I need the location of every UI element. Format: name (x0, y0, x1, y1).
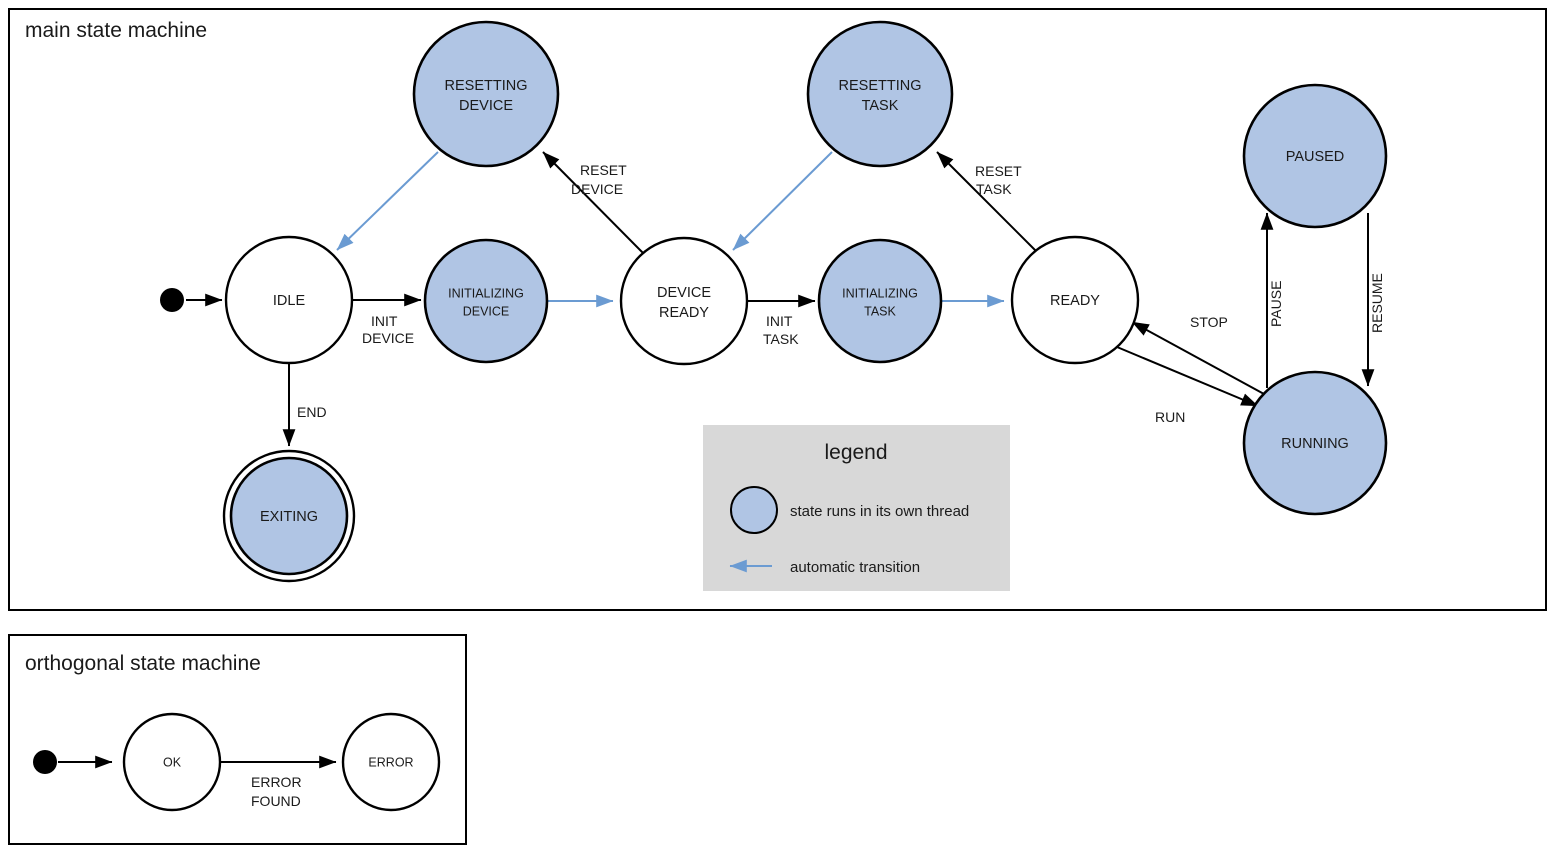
state-resetting-device-label-line1: RESETTING (445, 78, 528, 94)
state-resetting-task-shape[interactable] (806, 20, 954, 168)
legend-title: legend (824, 441, 887, 464)
state-error-shape[interactable] (341, 712, 441, 812)
state-initializing-device-label-line1: INITIALIZING (448, 286, 524, 300)
legend-item-automatic-transition: automatic transition (729, 559, 920, 576)
state-initializing-task-label-line2: TASK (864, 304, 896, 318)
state-exiting-label: EXITING (260, 509, 318, 525)
orthogonal-transitions-layer: ERROR FOUND (58, 755, 337, 809)
orthogonal-frame-title: orthogonal state machine (25, 652, 261, 675)
state-ok-label: OK (163, 755, 182, 769)
state-resetting-device[interactable]: RESETTING DEVICE (412, 20, 560, 168)
state-idle[interactable]: IDLE (224, 235, 354, 365)
state-device-ready-shape[interactable] (619, 236, 749, 366)
state-error[interactable]: ERROR (341, 712, 441, 812)
main-transitions-layer: INIT DEVICE END RESET DEVICE INIT TASK R… (186, 151, 1385, 447)
state-idle-shape[interactable] (224, 235, 354, 365)
edge-label-stop: STOP (1190, 314, 1228, 330)
edge-label-reset-device-line2: DEVICE (571, 181, 623, 197)
state-initializing-task-label-line1: INITIALIZING (842, 286, 918, 300)
state-exiting[interactable]: EXITING (222, 449, 356, 583)
edge-label-error-found-line1: ERROR (251, 774, 302, 790)
initial-state-marker-main (160, 288, 184, 312)
state-error-label: ERROR (368, 755, 413, 769)
state-ready-label: READY (1050, 293, 1100, 309)
edge-label-init-device-line2: DEVICE (362, 330, 414, 346)
transition-ready-to-resetting-task (936, 151, 1039, 254)
state-initializing-task-shape[interactable] (817, 238, 943, 364)
transition-running-to-ready (1131, 321, 1265, 395)
legend-item-automatic-transition-label: automatic transition (790, 559, 920, 576)
state-idle-label: IDLE (273, 293, 306, 309)
edge-label-end: END (297, 404, 327, 420)
edge-label-resume: RESUME (1369, 273, 1385, 333)
edge-label-reset-task-line2: TASK (976, 181, 1012, 197)
state-paused-label: PAUSED (1286, 149, 1345, 165)
state-running-shape[interactable] (1242, 370, 1388, 516)
transition-device-ready-to-resetting-device (542, 151, 646, 256)
legend-item-thread-state-label: state runs in its own thread (790, 503, 969, 520)
state-device-ready-label-line1: DEVICE (657, 285, 711, 301)
state-device-ready[interactable]: DEVICE READY (619, 236, 749, 366)
state-ok[interactable]: OK (122, 712, 222, 812)
state-paused-shape[interactable] (1242, 83, 1388, 229)
legend-item-thread-state: state runs in its own thread (730, 486, 969, 534)
orthogonal-state-machine-frame: orthogonal state machine ERROR FOUND OK … (8, 634, 467, 845)
transition-resetting-task-to-device-ready (732, 151, 833, 251)
main-frame-title: main state machine (25, 19, 207, 42)
state-paused[interactable]: PAUSED (1242, 83, 1388, 229)
transition-resetting-device-to-idle (336, 151, 439, 251)
state-resetting-task-label-line1: RESETTING (839, 78, 922, 94)
state-ready-shape[interactable] (1010, 235, 1140, 365)
state-resetting-device-shape[interactable] (412, 20, 560, 168)
state-device-ready-label-line2: READY (659, 305, 709, 321)
edge-label-init-device-line1: INIT (371, 313, 398, 329)
thread-state-swatch-icon (730, 486, 778, 534)
state-resetting-task-label-line2: TASK (862, 98, 899, 114)
edge-label-reset-task-line1: RESET (975, 163, 1022, 179)
edge-label-init-task-line1: INIT (766, 313, 793, 329)
state-ok-shape[interactable] (122, 712, 222, 812)
main-states-layer: RESETTING DEVICE RESETTING TASK PAUSED I… (160, 20, 1388, 583)
state-running-label: RUNNING (1281, 436, 1349, 452)
initial-state-marker-orthogonal (33, 750, 57, 774)
state-resetting-task[interactable]: RESETTING TASK (806, 20, 954, 168)
state-running[interactable]: RUNNING (1242, 370, 1388, 516)
edge-label-run: RUN (1155, 409, 1185, 425)
state-initializing-device-label-line2: DEVICE (463, 304, 510, 318)
state-initializing-device-shape[interactable] (423, 238, 549, 364)
orthogonal-states-layer: OK ERROR (33, 712, 441, 812)
state-exiting-shape[interactable] (229, 456, 349, 576)
transition-ready-to-running (1116, 346, 1259, 407)
edge-label-pause: PAUSE (1268, 281, 1284, 327)
state-resetting-device-label-line2: DEVICE (459, 98, 513, 114)
state-ready[interactable]: READY (1010, 235, 1140, 365)
state-initializing-device[interactable]: INITIALIZING DEVICE (423, 238, 549, 364)
edge-label-init-task-line2: TASK (763, 331, 799, 347)
state-initializing-task[interactable]: INITIALIZING TASK (817, 238, 943, 364)
legend: legend state runs in its own thread auto… (703, 425, 1010, 591)
edge-label-error-found-line2: FOUND (251, 793, 301, 809)
edge-label-reset-device-line1: RESET (580, 162, 627, 178)
